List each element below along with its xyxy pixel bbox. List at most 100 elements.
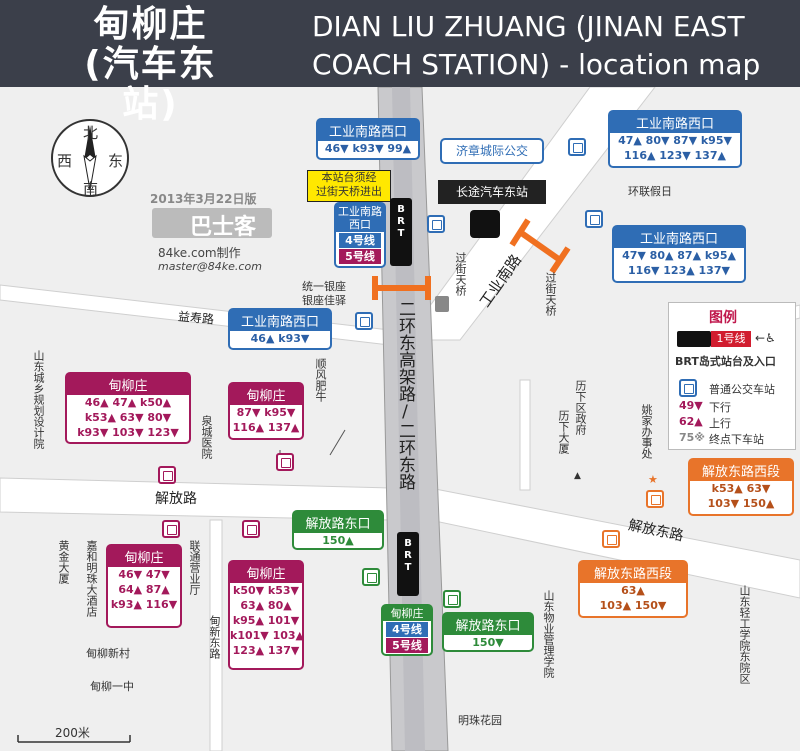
brt-stop-top[interactable]: 工业南路西口 4号线 5号线 bbox=[334, 202, 386, 268]
legend-normal: 普通公交车站 bbox=[709, 383, 775, 396]
stop-dl-left2[interactable]: 甸柳庄 87▼ k95▼ 116▲ 137▲ bbox=[228, 382, 304, 440]
legend-access-icon: ←♿ bbox=[755, 331, 776, 345]
brt-stop-bottom[interactable]: 甸柳庄 4号线 5号线 bbox=[381, 604, 433, 656]
version-date: 2013年3月22日版 bbox=[150, 192, 257, 206]
svg-text:▲: ▲ bbox=[574, 471, 581, 481]
compass-north: 北 bbox=[83, 124, 99, 142]
stop-gn-west-top[interactable]: 工业南路西口 46▼ k93▼ 99▲ bbox=[316, 118, 420, 160]
legend-down: 下行 bbox=[709, 401, 731, 414]
title-en: DIAN LIU ZHUANG (JINAN EAST COACH STATIO… bbox=[312, 10, 761, 81]
legend-term-num: 75※ bbox=[679, 431, 706, 444]
scale-label: 200米 bbox=[55, 726, 90, 740]
compass-west: 西 bbox=[57, 152, 73, 170]
bus-stop-icon[interactable] bbox=[355, 312, 373, 330]
stop-name: 解放东路西段 bbox=[690, 460, 792, 481]
road-gongyenan bbox=[404, 86, 657, 341]
place-jiaming: 嘉和明珠大酒店 bbox=[85, 540, 98, 617]
legend-down-num: 49▼ bbox=[679, 399, 703, 412]
bus-stop-icon[interactable] bbox=[427, 215, 445, 233]
stop-lines-1: k50▼ k53▼ bbox=[233, 584, 299, 597]
stop-lines: 150▲ bbox=[322, 534, 354, 547]
svg-text:★: ★ bbox=[648, 473, 658, 486]
stop-name: 工业南路西口 bbox=[614, 227, 744, 248]
stop-name: 甸柳庄 bbox=[230, 384, 302, 405]
bus-stop-icon[interactable] bbox=[602, 530, 620, 548]
stop-lines-5: 123▲ 137▼ bbox=[232, 644, 300, 657]
stop-dl-left3[interactable]: 甸柳庄 46▼ 47▼ 64▲ 87▲ k93▲ 116▼ bbox=[106, 544, 182, 628]
stop-lines-2: 103▲ 150▼ bbox=[599, 599, 667, 612]
stop-lines-2: 103▼ 150▲ bbox=[707, 497, 775, 510]
place-lixia-gov: 历下区政府 bbox=[574, 380, 587, 435]
stop-name: 工业南路西口 bbox=[230, 310, 330, 331]
stop-lines: 46▼ k93▼ 99▲ bbox=[324, 142, 412, 155]
brt-line-5: 5号线 bbox=[339, 249, 381, 264]
notice-line-2: 过街天桥进出 bbox=[316, 185, 382, 198]
stop-gn-west-right1[interactable]: 工业南路西口 47▲ 80▼ 87▼ k95▼ 116▲ 123▼ 137▲ bbox=[608, 110, 742, 168]
bus-stop-icon[interactable] bbox=[162, 520, 180, 538]
bus-stop-icon[interactable] bbox=[646, 490, 664, 508]
legend-brt-icon bbox=[677, 331, 711, 347]
compass bbox=[51, 119, 129, 197]
place-shandong-wuye: 山东物业管理学院 bbox=[542, 590, 555, 678]
title-zh-main: 甸柳庄 bbox=[93, 4, 208, 45]
stop-jfd-west1[interactable]: 解放东路西段 k53▲ 63▼ 103▼ 150▲ bbox=[688, 458, 794, 516]
stop-gn-west-mid[interactable]: 工业南路西口 46▲ k93▼ bbox=[228, 308, 332, 350]
legend: 图例 1号线 ←♿ BRT岛式站台及入口 普通公交车站 49▼ 下行 62▲ 上… bbox=[668, 302, 796, 450]
legend-brt-desc: BRT岛式站台及入口 bbox=[675, 355, 776, 368]
bus-stop-icon[interactable] bbox=[568, 138, 586, 156]
place-overpass-1: 过街天桥 bbox=[454, 252, 467, 296]
stop-lines-2: 116▲ 123▼ 137▲ bbox=[624, 149, 726, 162]
place-dianxin: 甸新东路 bbox=[208, 615, 221, 659]
place-dianliu-school: 甸柳一中 bbox=[90, 680, 134, 693]
bus-stop-icon[interactable] bbox=[158, 466, 176, 484]
stop-gn-west-right2[interactable]: 工业南路西口 47▼ 80▲ 87▲ k95▲ 116▼ 123▲ 137▼ bbox=[612, 225, 746, 283]
brt-line-4: 4号线 bbox=[386, 622, 428, 637]
credits-site: 84ke.com制作 bbox=[158, 246, 241, 260]
label-shunfeng: 顺风肥牛 bbox=[314, 358, 327, 402]
stop-jf-east-left[interactable]: 解放路东口 150▲ bbox=[292, 510, 384, 550]
label-yishou: 益寿路 bbox=[177, 309, 215, 327]
bus-stop-icon[interactable] bbox=[276, 453, 294, 471]
label-jiefang: 解放路 bbox=[155, 491, 197, 507]
stop-dl-left1[interactable]: 甸柳庄 46▲ 47▲ k50▲ k53▲ 63▼ 80▼ k93▼ 103▼ … bbox=[65, 372, 191, 444]
stop-dl-left4[interactable]: 甸柳庄 k50▼ k53▼ 63▲ 80▲ k95▲ 101▼ k101▼ 10… bbox=[228, 560, 304, 670]
place-quancheng: 泉城医院 bbox=[200, 415, 213, 459]
stop-name: 解放路东口 bbox=[444, 614, 532, 635]
parking-icon bbox=[435, 296, 449, 312]
stop-lines-3: k93▲ 116▼ bbox=[110, 598, 178, 611]
place-huanlian: 环联假日 bbox=[628, 185, 672, 198]
place-shandong-plan: 山东城乡规划设计院 bbox=[32, 350, 45, 449]
place-shandong-qinggong: 山东轻工学院东院区 bbox=[738, 585, 751, 684]
place-dianliu-village: 甸柳新村 bbox=[86, 647, 130, 660]
place-huangjin: 黄金大厦 bbox=[57, 540, 70, 584]
bus-stop-icon[interactable] bbox=[362, 568, 380, 586]
stop-name: 工业南路西口 bbox=[318, 120, 418, 141]
notice-line-1: 本站台须经 bbox=[321, 171, 377, 184]
stop-jfd-west2[interactable]: 解放东路西段 63▲ 103▲ 150▼ bbox=[578, 560, 688, 618]
bus-stop-icon[interactable] bbox=[443, 590, 461, 608]
stop-lines-2: 64▲ 87▲ bbox=[118, 583, 170, 596]
title-zh-sub: (汽车东站) bbox=[84, 44, 217, 125]
stop-lines-2: k53▲ 63▼ 80▼ bbox=[84, 411, 172, 424]
notice-overpass: 本站台须经 过街天桥进出 bbox=[307, 170, 391, 202]
stop-lines-1: 47▲ 80▼ 87▼ k95▼ bbox=[618, 134, 732, 147]
stop-lines-2: 116▲ 137▲ bbox=[232, 421, 300, 434]
header-bar: 甸柳庄 (汽车东站) DIAN LIU ZHUANG (JINAN EAST C… bbox=[0, 0, 800, 125]
place-overpass-2: 过街天桥 bbox=[544, 272, 557, 316]
stop-lines-4: k101▼ 103▲ bbox=[230, 629, 304, 642]
stop-jf-east-right[interactable]: 解放路东口 150▼ bbox=[442, 612, 534, 652]
brt-line-4: 4号线 bbox=[339, 233, 381, 248]
legend-up-num: 62▲ bbox=[679, 415, 703, 428]
road-dianxin bbox=[209, 519, 223, 751]
bus-stop-icon[interactable] bbox=[585, 210, 603, 228]
bus-stop-icon[interactable] bbox=[242, 520, 260, 538]
brand-logo: 巴士客 bbox=[190, 215, 257, 240]
stop-name: 甸柳庄 bbox=[230, 562, 302, 583]
place-yinzhuo1: 统一银座 bbox=[302, 280, 346, 293]
brt-stop-name: 工业南路西口 bbox=[336, 204, 384, 232]
stop-lines-3: k95▲ 101▼ bbox=[232, 614, 300, 627]
stop-name: 工业南路西口 bbox=[610, 112, 740, 133]
stop-name: 解放路东口 bbox=[294, 512, 382, 533]
stop-lines-2: 116▼ 123▲ 137▼ bbox=[628, 264, 730, 277]
